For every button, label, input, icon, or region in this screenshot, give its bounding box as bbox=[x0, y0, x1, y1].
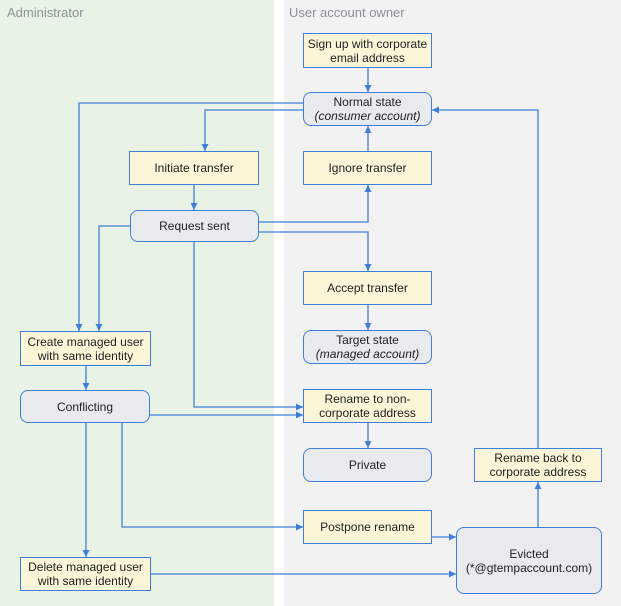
evicted-node: Evicted (*@gtempaccount.com) bbox=[456, 527, 602, 594]
ignore-transfer-node: Ignore transfer bbox=[303, 151, 432, 185]
request-sent-node: Request sent bbox=[130, 210, 259, 242]
edge-rename-back-normal bbox=[432, 106, 539, 448]
accept-transfer-node: Accept transfer bbox=[303, 271, 432, 305]
edge-request-ignore bbox=[259, 185, 372, 223]
node-label: Accept transfer bbox=[327, 281, 408, 295]
node-label: corporate address bbox=[489, 465, 587, 479]
postpone-rename-node: Postpone rename bbox=[303, 510, 432, 544]
node-label: Postpone rename bbox=[320, 520, 415, 534]
edge-request-rename-noncorp bbox=[193, 242, 303, 411]
node-label: Target state bbox=[336, 333, 399, 347]
node-label: email address bbox=[330, 50, 405, 65]
edge-normal-create-managed bbox=[75, 102, 303, 331]
delete-managed-user-node: Delete managed user with same identity bbox=[20, 557, 151, 591]
administrator-lane-title: Administrator bbox=[7, 5, 84, 20]
sign-up-with-corporate-email-node: Sign up with corporate email address bbox=[303, 33, 432, 68]
rename-to-non-corporate-node: Rename to non- corporate address bbox=[303, 389, 432, 423]
create-managed-user-node: Create managed user with same identity bbox=[20, 331, 151, 366]
node-label: Request sent bbox=[159, 219, 230, 233]
node-label: with same identity bbox=[37, 348, 134, 363]
conflicting-node: Conflicting bbox=[20, 390, 150, 423]
node-label: Sign up with corporate bbox=[307, 36, 428, 51]
node-sublabel: (*@gtempaccount.com) bbox=[465, 560, 593, 575]
initiate-transfer-node: Initiate transfer bbox=[129, 151, 259, 185]
administrator-lane: Administrator bbox=[0, 0, 274, 606]
node-label: Rename to non- bbox=[324, 392, 411, 406]
node-label: Delete managed user bbox=[28, 560, 143, 574]
node-sublabel: (consumer account) bbox=[314, 109, 421, 123]
rename-back-to-corporate-node: Rename back to corporate address bbox=[474, 448, 602, 482]
node-label: with same identity bbox=[37, 574, 134, 588]
edge-conflicting-postpone bbox=[121, 423, 303, 531]
node-label: Private bbox=[348, 458, 387, 472]
node-label: Conflicting bbox=[56, 399, 114, 414]
private-node: Private bbox=[303, 448, 432, 482]
edge-request-accept bbox=[259, 231, 372, 271]
normal-state-node: Normal state (consumer account) bbox=[303, 92, 432, 126]
node-sublabel: (managed account) bbox=[315, 347, 420, 361]
edge-request-create-managed bbox=[95, 225, 130, 331]
node-label: Initiate transfer bbox=[154, 161, 234, 175]
node-label: Normal state bbox=[333, 95, 402, 109]
node-label: Ignore transfer bbox=[328, 161, 407, 175]
edge-normal-initiate bbox=[201, 109, 303, 151]
target-state-node: Target state (managed account) bbox=[303, 330, 432, 364]
node-label: Rename back to bbox=[494, 451, 582, 465]
user-account-owner-lane-title: User account owner bbox=[289, 5, 405, 20]
node-label: Evicted bbox=[509, 546, 549, 561]
node-label: Create managed user bbox=[27, 334, 144, 349]
node-label: corporate address bbox=[319, 406, 416, 420]
